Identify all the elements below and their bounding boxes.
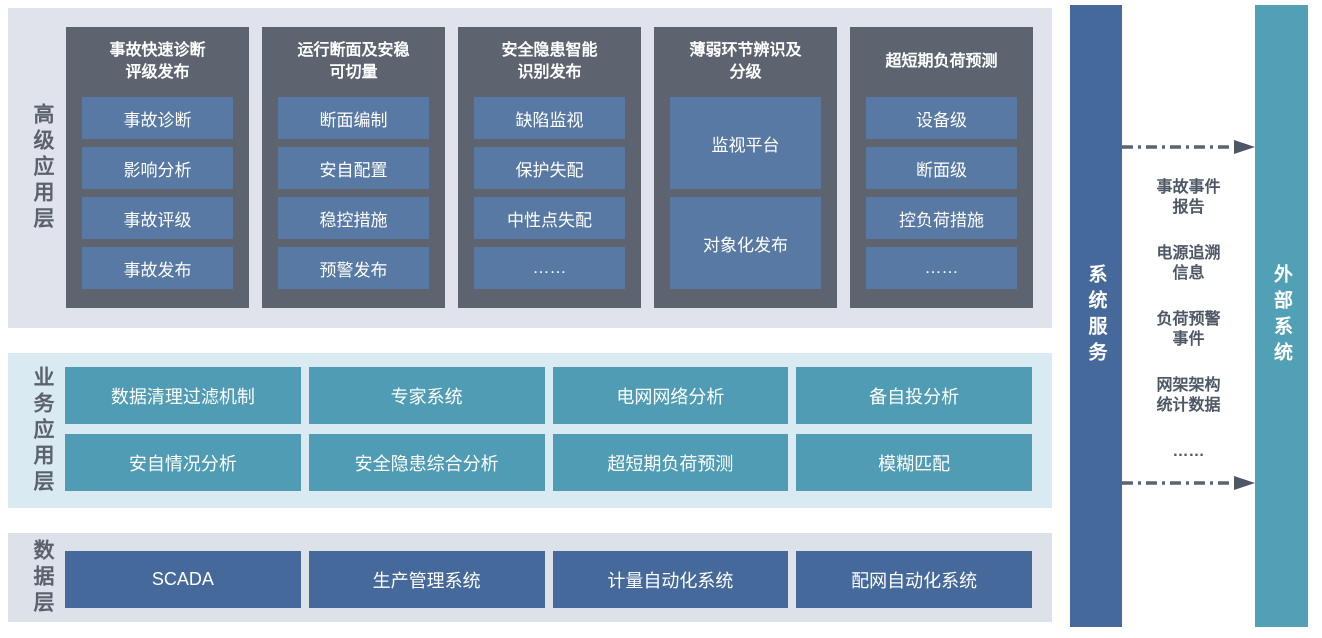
advanced-application-layer-band: 高级应用层 事故快速诊断 评级发布 事故诊断 影响分析 事故评级 事故发布 运行… bbox=[8, 8, 1052, 328]
app-column-operating-section: 运行断面及安稳 可切量 断面编制 安自配置 稳控措施 预警发布 bbox=[262, 27, 445, 308]
external-system-label: 外部系统 bbox=[1271, 264, 1292, 368]
column-item: 事故发布 bbox=[82, 247, 233, 289]
business-button: 专家系统 bbox=[308, 367, 545, 424]
business-button: 数据清理过滤机制 bbox=[65, 367, 301, 424]
app-column-accident-diagnosis: 事故快速诊断 评级发布 事故诊断 影响分析 事故评级 事故发布 bbox=[66, 27, 249, 308]
column-item: 缺陷监视 bbox=[474, 97, 625, 139]
advanced-columns: 事故快速诊断 评级发布 事故诊断 影响分析 事故评级 事故发布 运行断面及安稳 … bbox=[66, 27, 1033, 308]
column-items: 缺陷监视 保护失配 中性点失配 …… bbox=[474, 97, 625, 289]
data-source-button: 生产管理系统 bbox=[308, 551, 545, 608]
data-source-button: 配网自动化系统 bbox=[796, 551, 1032, 608]
exchange-item: 网架架构 统计数据 bbox=[1156, 377, 1221, 414]
data-layer-band: 数据层 SCADA 生产管理系统 计量自动化系统 配网自动化系统 bbox=[8, 533, 1052, 622]
column-title: 事故快速诊断 评级发布 bbox=[109, 42, 206, 81]
system-service-label: 系统服务 bbox=[1085, 264, 1107, 368]
column-items: 设备级 断面级 控负荷措施 …… bbox=[866, 97, 1017, 289]
column-item: …… bbox=[866, 247, 1017, 289]
column-item: 中性点失配 bbox=[474, 197, 625, 239]
external-system-bar: 外部系统 bbox=[1255, 5, 1308, 627]
business-button: 电网网络分析 bbox=[552, 367, 789, 424]
business-layer-label: 业务应用层 bbox=[31, 365, 54, 496]
column-item: 控负荷措施 bbox=[866, 197, 1017, 239]
column-title: 安全隐患智能 识别发布 bbox=[501, 42, 598, 81]
exchange-item: 电源追溯 信息 bbox=[1156, 245, 1221, 282]
column-item: 稳控措施 bbox=[278, 197, 429, 239]
exchange-data-list: 事故事件 报告 电源追溯 信息 负荷预警 事件 网架架构 统计数据 …… bbox=[1122, 178, 1255, 462]
column-title: 薄弱环节辨识及 分级 bbox=[689, 42, 802, 81]
exchange-item-ellipsis: …… bbox=[1172, 443, 1205, 460]
column-item: 设备级 bbox=[866, 97, 1017, 139]
column-item: 监视平台 bbox=[670, 97, 821, 189]
business-application-layer-band: 业务应用层 数据清理过滤机制 专家系统 电网网络分析 备自投分析 安自情况分析 … bbox=[8, 353, 1052, 508]
column-item: 影响分析 bbox=[82, 147, 233, 189]
column-item: 预警发布 bbox=[278, 247, 429, 289]
advanced-layer-label: 高级应用层 bbox=[31, 103, 54, 233]
data-source-button: SCADA bbox=[65, 551, 301, 608]
data-source-button: 计量自动化系统 bbox=[552, 551, 789, 608]
flow-arrow-bottom bbox=[1122, 476, 1255, 490]
data-source-buttons: SCADA 生产管理系统 计量自动化系统 配网自动化系统 bbox=[65, 551, 1032, 608]
column-item: 保护失配 bbox=[474, 147, 625, 189]
column-item: 断面编制 bbox=[278, 97, 429, 139]
flow-arrow-top bbox=[1122, 140, 1255, 154]
column-item: 事故评级 bbox=[82, 197, 233, 239]
column-title: 超短期负荷预测 bbox=[885, 53, 998, 71]
column-item: 对象化发布 bbox=[670, 197, 821, 289]
column-items: 事故诊断 影响分析 事故评级 事故发布 bbox=[82, 97, 233, 289]
business-buttons: 数据清理过滤机制 专家系统 电网网络分析 备自投分析 安自情况分析 安全隐患综合… bbox=[65, 367, 1032, 491]
exchange-item: 事故事件 报告 bbox=[1156, 179, 1221, 216]
data-layer-label: 数据层 bbox=[31, 538, 54, 617]
column-item: …… bbox=[474, 247, 625, 289]
exchange-item: 负荷预警 事件 bbox=[1156, 311, 1221, 348]
column-item: 安自配置 bbox=[278, 147, 429, 189]
business-button: 模糊匹配 bbox=[796, 434, 1032, 491]
system-service-bar: 系统服务 bbox=[1070, 5, 1122, 627]
column-item: 事故诊断 bbox=[82, 97, 233, 139]
business-button: 安自情况分析 bbox=[65, 434, 301, 491]
app-column-load-forecast: 超短期负荷预测 设备级 断面级 控负荷措施 …… bbox=[850, 27, 1033, 308]
column-title: 运行断面及安稳 可切量 bbox=[297, 42, 410, 81]
column-items: 监视平台 对象化发布 bbox=[670, 97, 821, 289]
business-button: 安全隐患综合分析 bbox=[308, 434, 545, 491]
business-button: 备自投分析 bbox=[796, 367, 1032, 424]
column-item: 断面级 bbox=[866, 147, 1017, 189]
app-column-weak-link: 薄弱环节辨识及 分级 监视平台 对象化发布 bbox=[654, 27, 837, 308]
app-column-hidden-danger: 安全隐患智能 识别发布 缺陷监视 保护失配 中性点失配 …… bbox=[458, 27, 641, 308]
column-items: 断面编制 安自配置 稳控措施 预警发布 bbox=[278, 97, 429, 289]
business-button: 超短期负荷预测 bbox=[552, 434, 789, 491]
